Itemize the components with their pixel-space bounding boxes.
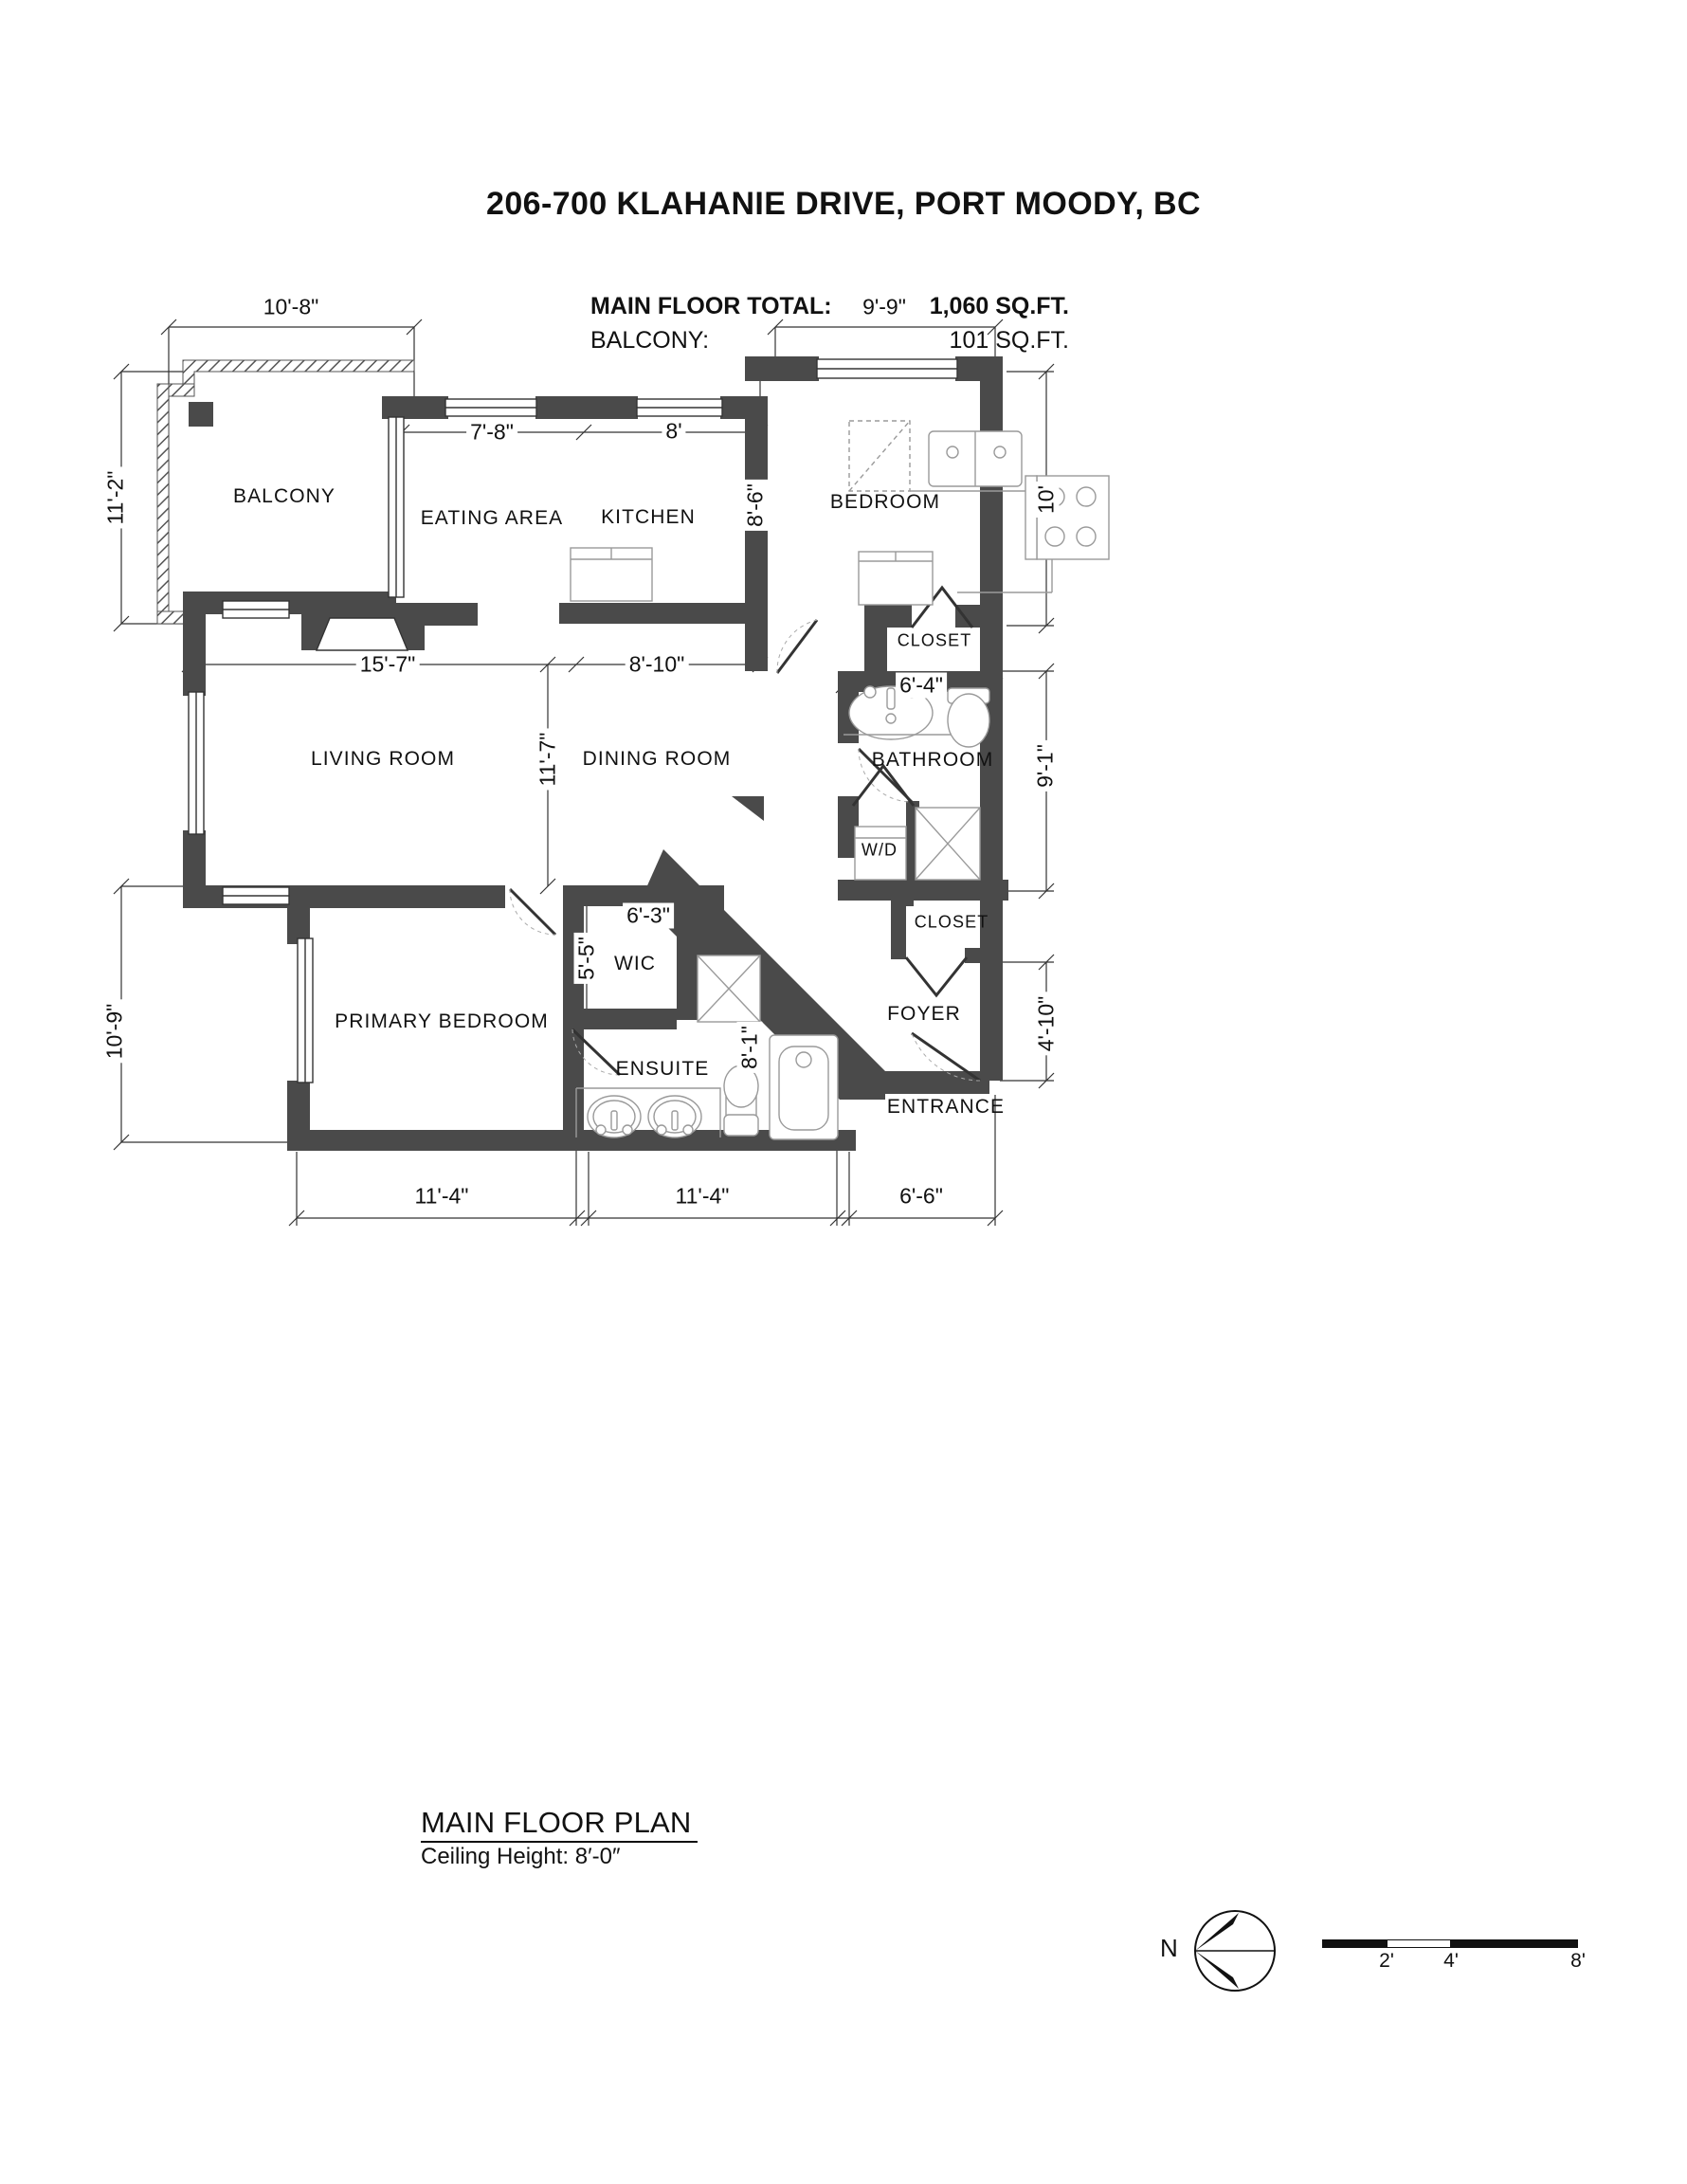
room-label-primary-bedroom: PRIMARY BEDROOM	[335, 1010, 549, 1032]
room-label-eating-area: EATING AREA	[420, 507, 564, 529]
area-row-balcony: BALCONY: 101 SQ.FT.	[590, 323, 1121, 357]
room-label-closet-foyer: CLOSET	[914, 912, 989, 932]
area-value-main-floor: 1,060 SQ.FT.	[929, 293, 1069, 319]
dimension-bathroom-width: 6'-4"	[896, 672, 947, 699]
dimension-ensuite-depth: 8'-1"	[736, 1022, 763, 1073]
room-label-foyer: FOYER	[887, 1003, 961, 1025]
dimension-living-dining-depth: 11'-7"	[535, 728, 561, 791]
page-title: 206-700 KLAHANIE DRIVE, PORT MOODY, BC	[486, 186, 1201, 222]
plan-title: MAIN FLOOR PLAN	[421, 1806, 692, 1839]
scale-bar: 2' 4' 8'	[1322, 1939, 1586, 1972]
dimension-bottom-left: 11'-4"	[410, 1183, 473, 1210]
dimension-wic-depth: 5'-5"	[573, 933, 600, 984]
dimension-bedroom-width: 9'-9"	[859, 294, 910, 320]
dimension-dining-room-width: 8'-10"	[625, 651, 689, 678]
room-label-balcony: BALCONY	[232, 485, 336, 507]
area-row-main-floor: MAIN FLOOR TOTAL: 1,060 SQ.FT.	[590, 289, 1121, 323]
dimension-kitchen-width: 8'	[662, 418, 686, 445]
balcony-railing	[156, 359, 415, 625]
compass-north-label: N	[1160, 1934, 1178, 1962]
appliance-label-washer-dryer: W/D	[861, 840, 898, 860]
room-label-entrance: ENTRANCE	[886, 1096, 1006, 1118]
plan-footer: MAIN FLOOR PLAN Ceiling Height: 8′-0″	[421, 1806, 698, 1870]
scale-tick-4ft: 4'	[1443, 1950, 1459, 1972]
room-label-bedroom: BEDROOM	[829, 491, 941, 513]
room-label-dining-room: DINING ROOM	[582, 748, 732, 770]
dimension-bathroom-depth: 9'-1"	[1032, 740, 1059, 792]
room-label-closet-bedroom: CLOSET	[897, 630, 972, 650]
area-label-balcony: BALCONY:	[590, 327, 710, 355]
area-summary: MAIN FLOOR TOTAL: 1,060 SQ.FT. BALCONY: …	[590, 289, 1121, 358]
plan-title-underline	[421, 1841, 698, 1843]
scale-tick-2ft: 2'	[1379, 1950, 1394, 1972]
dimension-bedroom-depth: 10'	[1033, 482, 1060, 518]
room-label-living-room: LIVING ROOM	[310, 748, 456, 770]
scale-bar-graphic: 2' 4' 8'	[1322, 1939, 1586, 1972]
dimension-bottom-right: 6'-6"	[896, 1183, 947, 1210]
dimension-balcony-depth: 11'-2"	[102, 466, 129, 529]
dimension-eating-area-width: 7'-8"	[466, 419, 517, 446]
dimension-living-room-width: 15'-7"	[355, 651, 420, 678]
ceiling-height-note: Ceiling Height: 8′-0″	[421, 1844, 621, 1869]
compass-rose: N	[1160, 1905, 1280, 1996]
room-label-bathroom: BATHROOM	[871, 749, 994, 771]
dimension-foyer-depth: 4'-10"	[1033, 992, 1060, 1056]
dimension-wic-width: 6'-3"	[623, 902, 674, 929]
scale-tick-8ft: 8'	[1570, 1950, 1586, 1972]
room-label-wic: WIC	[613, 953, 657, 974]
dimension-primary-bedroom-depth: 10'-9"	[101, 999, 128, 1064]
room-label-kitchen: KITCHEN	[601, 506, 696, 528]
compass-icon	[1194, 1910, 1276, 1992]
area-value-balcony: 101 SQ.FT.	[949, 327, 1069, 355]
dimension-balcony-width: 10'-8"	[259, 294, 323, 320]
dimension-kitchen-depth: 8'-6"	[742, 480, 769, 531]
dimension-bottom-middle: 11'-4"	[671, 1183, 734, 1210]
area-label-main-floor: MAIN FLOOR TOTAL:	[590, 293, 832, 319]
room-label-ensuite: ENSUITE	[615, 1058, 710, 1080]
